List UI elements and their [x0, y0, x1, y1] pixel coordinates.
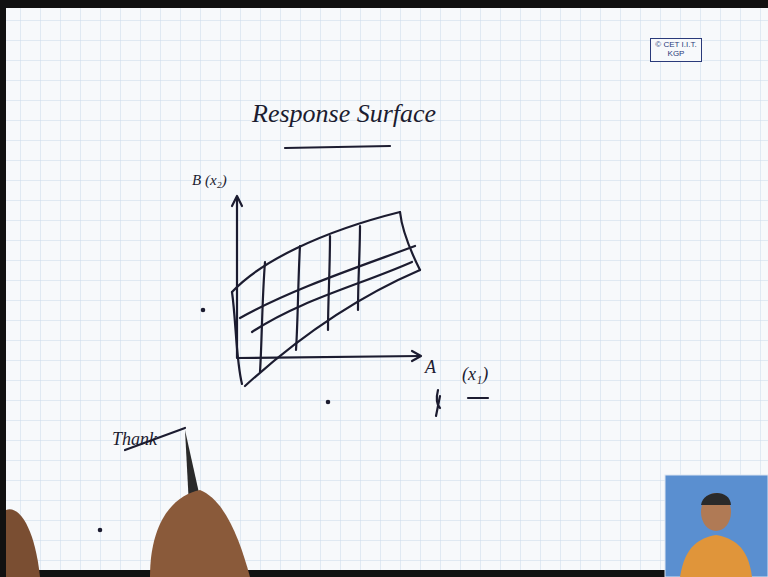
- axis-label: (x₁): [462, 365, 488, 385]
- axis-label: A: [425, 358, 436, 378]
- handwritten-note: Thank: [112, 430, 157, 450]
- title-text: Response Surface: [252, 100, 436, 129]
- axis-label: B (x₂): [192, 172, 227, 189]
- logo-text: © CET I.I.T. KGP: [650, 38, 702, 62]
